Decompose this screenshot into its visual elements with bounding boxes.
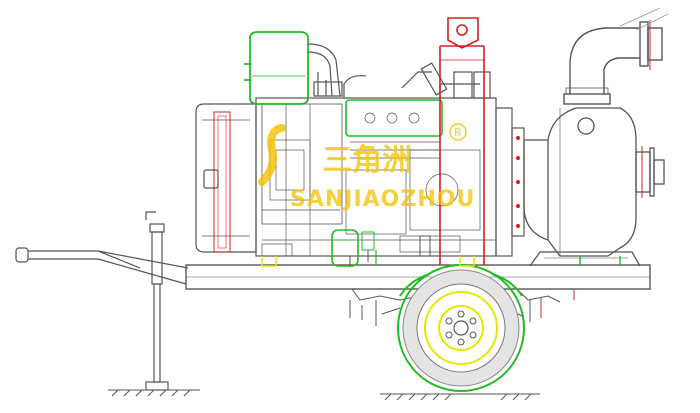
fittings (349, 231, 431, 266)
engine (195, 97, 497, 267)
registered-mark: R (454, 126, 462, 139)
support-jack (145, 211, 169, 391)
wheel (397, 264, 525, 392)
lifting-frame (439, 17, 485, 265)
brand-watermark: 三角洲 SANJIAOZHOU R (258, 123, 475, 212)
discharge-elbow (563, 20, 663, 105)
pump-body (523, 107, 665, 267)
watermark-cn-text: 三角洲 (322, 143, 412, 178)
ground-hatch-left (108, 389, 200, 397)
watermark-en-text: SANJIAOZHOU (290, 187, 475, 212)
tow-bar (15, 247, 189, 285)
trailer-frame (185, 264, 651, 290)
reference-lines (619, 7, 669, 31)
ground-hatch-right (380, 393, 540, 401)
air-filter (244, 31, 309, 105)
intake-piping (307, 43, 491, 99)
coupling-housing (495, 107, 525, 257)
